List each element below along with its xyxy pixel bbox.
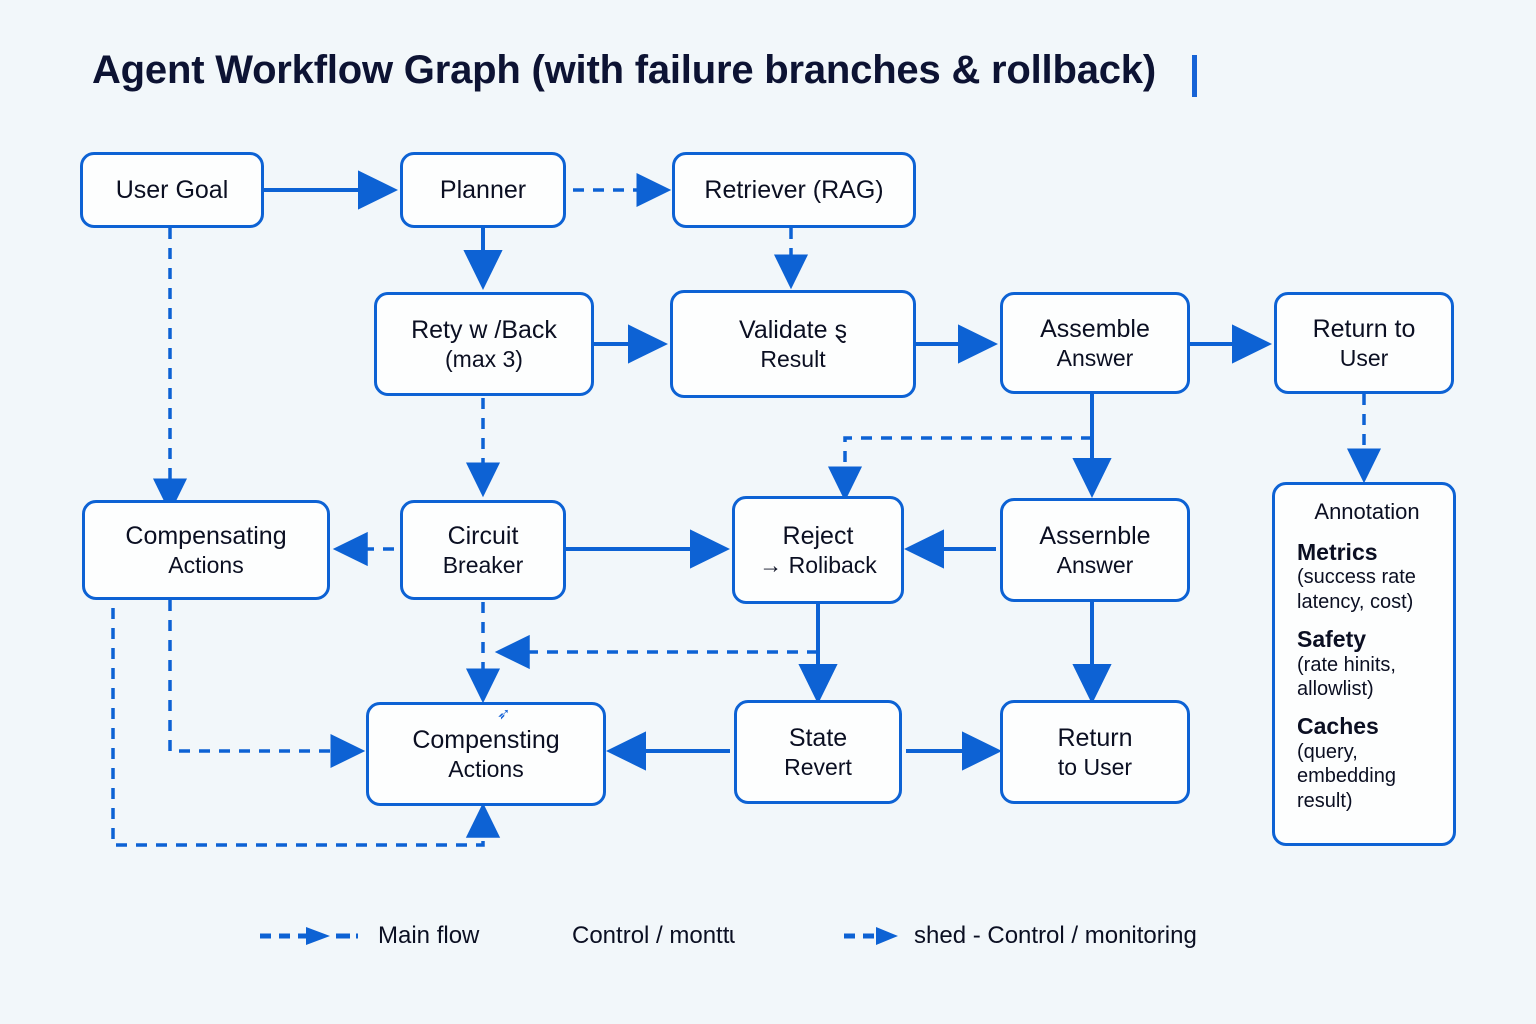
annotation-block-caches: Caches (query, embedding result) (1297, 713, 1437, 813)
node-sublabel: User (1339, 345, 1389, 372)
node-label: Compensating (125, 521, 287, 550)
node-user-goal[interactable]: User Goal (80, 152, 264, 228)
node-label: Compensting (412, 725, 560, 754)
node-label: Circuit (447, 521, 519, 550)
node-label: Rety w /Back (411, 315, 557, 344)
edge-reject-assembletop-loop-dashed (827, 436, 1092, 502)
text-cursor-caret (1192, 55, 1197, 97)
node-label: Retriever (RAG) (704, 175, 884, 204)
node-label: Validate ȿ (739, 315, 847, 344)
node-sublabel: Breaker (442, 552, 524, 579)
node-label: Return (1057, 723, 1133, 752)
node-return-to-user-top[interactable]: Return to User (1274, 292, 1454, 394)
node-sublabel: Revert (784, 754, 852, 781)
annotation-block-text: (rate hinits, allowlist) (1297, 653, 1396, 701)
node-label: State (788, 723, 848, 752)
annotation-block-text: (query, embedding result) (1297, 740, 1396, 812)
node-planner[interactable]: Planner (400, 152, 566, 228)
node-sublabel: Result (760, 346, 826, 373)
node-return-to-user-bottom[interactable]: Return to User (1000, 700, 1190, 804)
node-compensting-actions[interactable]: Compensting Actions (366, 702, 606, 806)
page-title: Agent Workflow Graph (with failure branc… (92, 48, 1156, 92)
node-label: Planner (439, 175, 527, 204)
node-sublabel: → Roliback (759, 552, 877, 579)
node-assemble-answer-mid[interactable]: Assernble Answer (1000, 498, 1190, 602)
annotation-block-text: (success rate latency, cost) (1297, 566, 1416, 613)
edge-compensating-compensting-dashed (168, 600, 366, 769)
node-sublabel: Answer (1056, 552, 1134, 579)
annotation-block-safety: Safety (rate hinits, allowlist) (1297, 626, 1437, 701)
node-circuit-breaker[interactable]: Circuit Breaker (400, 500, 566, 600)
node-sublabel: Answer (1056, 345, 1134, 372)
annotation-block-heading: Safety (1297, 626, 1367, 653)
node-validate-result[interactable]: Validate ȿ Result (670, 290, 916, 398)
legend-label: Main flow (378, 922, 480, 949)
legend-item-control-monitoring[interactable]: Control / monttɩ (572, 922, 735, 950)
node-sublabel: to User (1057, 754, 1133, 781)
node-label: Assemble (1040, 314, 1150, 343)
node-sublabel: (max 3) (445, 346, 523, 373)
node-state-revert[interactable]: State Revert (734, 700, 902, 804)
legend-item-shed-control-monitoring[interactable]: shed - Control / monitoring (842, 922, 1197, 950)
annotation-block-heading: Metrics (1297, 539, 1378, 565)
legend: Main flow Control / monttɩ shed - Contro… (0, 912, 1536, 972)
node-sublabel: Actions (168, 552, 244, 579)
annotation-block-heading: Caches (1297, 713, 1379, 740)
annotation-panel: Annotation Metrics (success rate latency… (1272, 482, 1456, 846)
annotation-block-metrics: Metrics (success rate latency, cost) (1297, 539, 1437, 614)
node-label: Return to (1312, 314, 1416, 343)
node-assemble-answer-top[interactable]: Assemble Answer (1000, 292, 1190, 394)
dashed-arrow-icon (260, 927, 358, 945)
node-label: Assernble (1039, 521, 1151, 550)
node-label: Reject (782, 521, 854, 550)
legend-label: shed - Control / monitoring (914, 922, 1197, 949)
legend-label: Control / monttɩ (572, 922, 735, 949)
node-compensating-actions[interactable]: Compensating Actions (82, 500, 330, 600)
node-label: User Goal (115, 175, 229, 204)
annotation-title: Annotation (1314, 499, 1420, 524)
node-retriever-rag[interactable]: Retriever (RAG) (672, 152, 916, 228)
stray-cursor-mark: ➶ (497, 706, 511, 723)
legend-item-main-flow[interactable]: Main flow (258, 922, 479, 950)
dashed-arrow-icon (844, 927, 898, 945)
node-retry-backoff[interactable]: Rety w /Back (max 3) (374, 292, 594, 396)
node-reject-rollback[interactable]: Reject → Roliback (732, 496, 904, 604)
node-sublabel: Actions (448, 756, 524, 783)
